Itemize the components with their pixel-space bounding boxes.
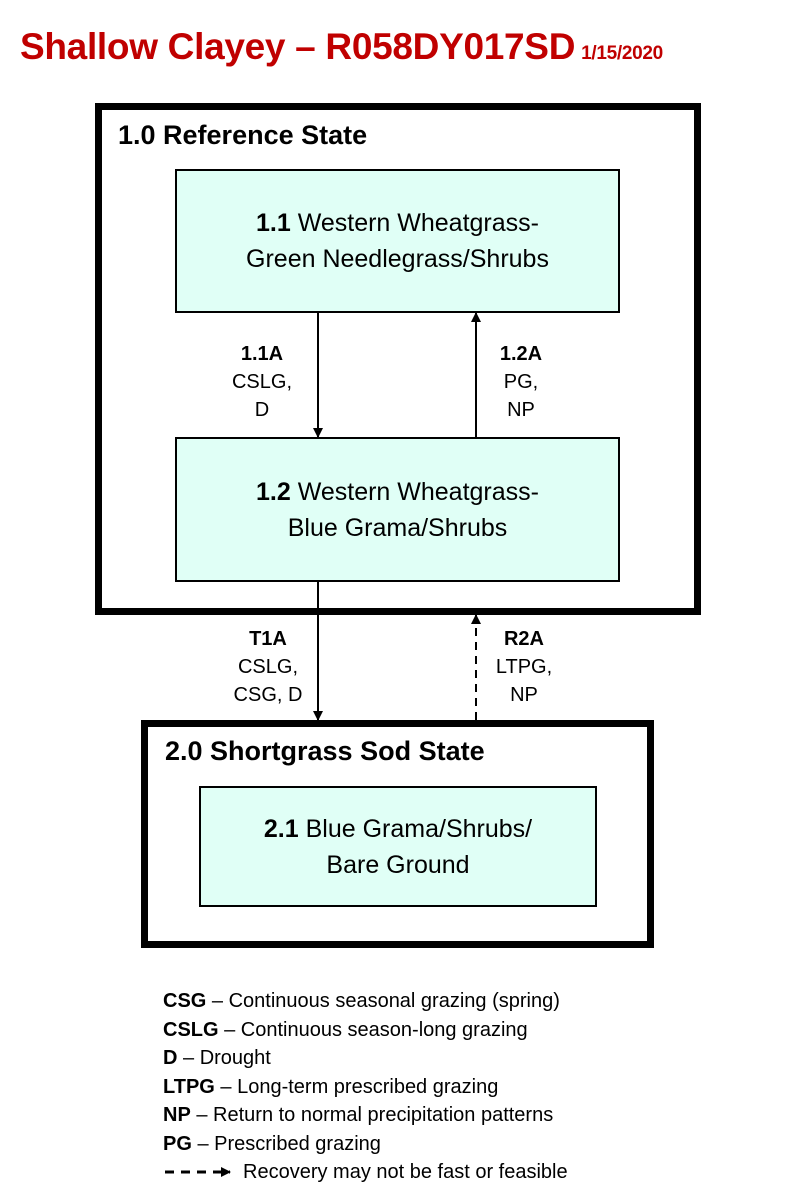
legend-desc: – Drought xyxy=(177,1047,271,1069)
legend-item-dashed: Recovery may not be fast or feasible xyxy=(163,1158,568,1187)
legend-abbr: CSLG xyxy=(163,1018,219,1041)
transition-line2: NP xyxy=(510,684,538,706)
transition-label-T1A: T1A CSLG, CSG, D xyxy=(208,625,328,709)
transition-line1: CSLG, xyxy=(231,371,293,393)
legend-abbr: PG xyxy=(163,1132,192,1155)
legend-item: NP – Return to normal precipitation patt… xyxy=(163,1101,568,1130)
transition-line1: CSLG, xyxy=(237,656,299,678)
title-text: Shallow Clayey – R058DY017SD xyxy=(20,26,576,67)
phase-number: 1.1 xyxy=(255,209,291,237)
transition-line1: LTPG, xyxy=(495,656,553,678)
phase-number: 1.2 xyxy=(255,477,291,506)
phase-1-1-box: 1.1 Western Wheatgrass- Green Needlegrass… xyxy=(175,169,620,313)
legend-desc: – Long-term prescribed grazing xyxy=(214,1075,499,1098)
state-2-0-title: 2.0 Shortgrass Sod State xyxy=(165,736,485,766)
transition-code: T1A xyxy=(249,628,287,650)
legend-abbr: CSG xyxy=(163,990,207,1012)
legend-item: PG – Prescribed grazing xyxy=(163,1130,568,1159)
legend: CSG – Continuous seasonal grazing (sprin… xyxy=(163,987,568,1187)
transition-line2: CSG, D xyxy=(233,684,303,706)
legend-desc: Recovery may not be fast or feasible xyxy=(243,1161,568,1183)
phase-line2: Bare Ground xyxy=(326,850,470,879)
phase-line1: Blue Grama/Shrubs/ xyxy=(305,814,533,843)
transition-code: 1.1A xyxy=(240,343,284,365)
legend-item: LTPG – Long-term prescribed grazing xyxy=(163,1073,568,1102)
phase-line2: Blue Grama/Shrubs xyxy=(287,513,508,542)
legend-abbr: LTPG xyxy=(163,1075,215,1098)
state-1-0-title: 1.0 Reference State xyxy=(118,120,368,150)
legend-desc: – Continuous seasonal grazing (spring) xyxy=(206,990,560,1012)
legend-item: D – Drought xyxy=(163,1044,568,1073)
legend-abbr: D xyxy=(163,1047,178,1069)
legend-item: CSG – Continuous seasonal grazing (sprin… xyxy=(163,987,568,1016)
legend-item: CSLG – Continuous season-long grazing xyxy=(163,1016,568,1045)
title-date: 1/15/2020 xyxy=(581,43,663,64)
transition-label-1-1A: 1.1A CSLG, D xyxy=(202,340,322,424)
phase-line1: Western Wheatgrass- xyxy=(297,477,539,506)
transition-line2: NP xyxy=(507,399,535,421)
phase-2-1-box: 2.1 Blue Grama/Shrubs/Bare Ground xyxy=(199,786,597,907)
transition-code: R2A xyxy=(503,628,544,650)
phase-number: 2.1 xyxy=(263,814,299,843)
phase-line1: Western Wheatgrass- xyxy=(297,209,539,237)
transition-label-1-2A: 1.2A PG, NP xyxy=(461,340,581,424)
transition-label-R2A: R2A LTPG, NP xyxy=(464,625,584,709)
transition-line2: D xyxy=(254,399,270,421)
transition-line1: PG, xyxy=(503,371,539,393)
legend-desc: – Prescribed grazing xyxy=(191,1132,381,1155)
phase-1-2-box: 1.2 Western Wheatgrass- Blue Grama/Shrubs xyxy=(175,437,620,582)
legend-desc: – Continuous season-long grazing xyxy=(218,1018,528,1041)
phase-line2: Green Needlegrass/Shrubs xyxy=(246,245,549,273)
transition-code: 1.2A xyxy=(499,343,543,365)
legend-abbr: NP xyxy=(163,1104,191,1126)
legend-desc: – Return to normal precipitation pattern… xyxy=(190,1104,554,1126)
